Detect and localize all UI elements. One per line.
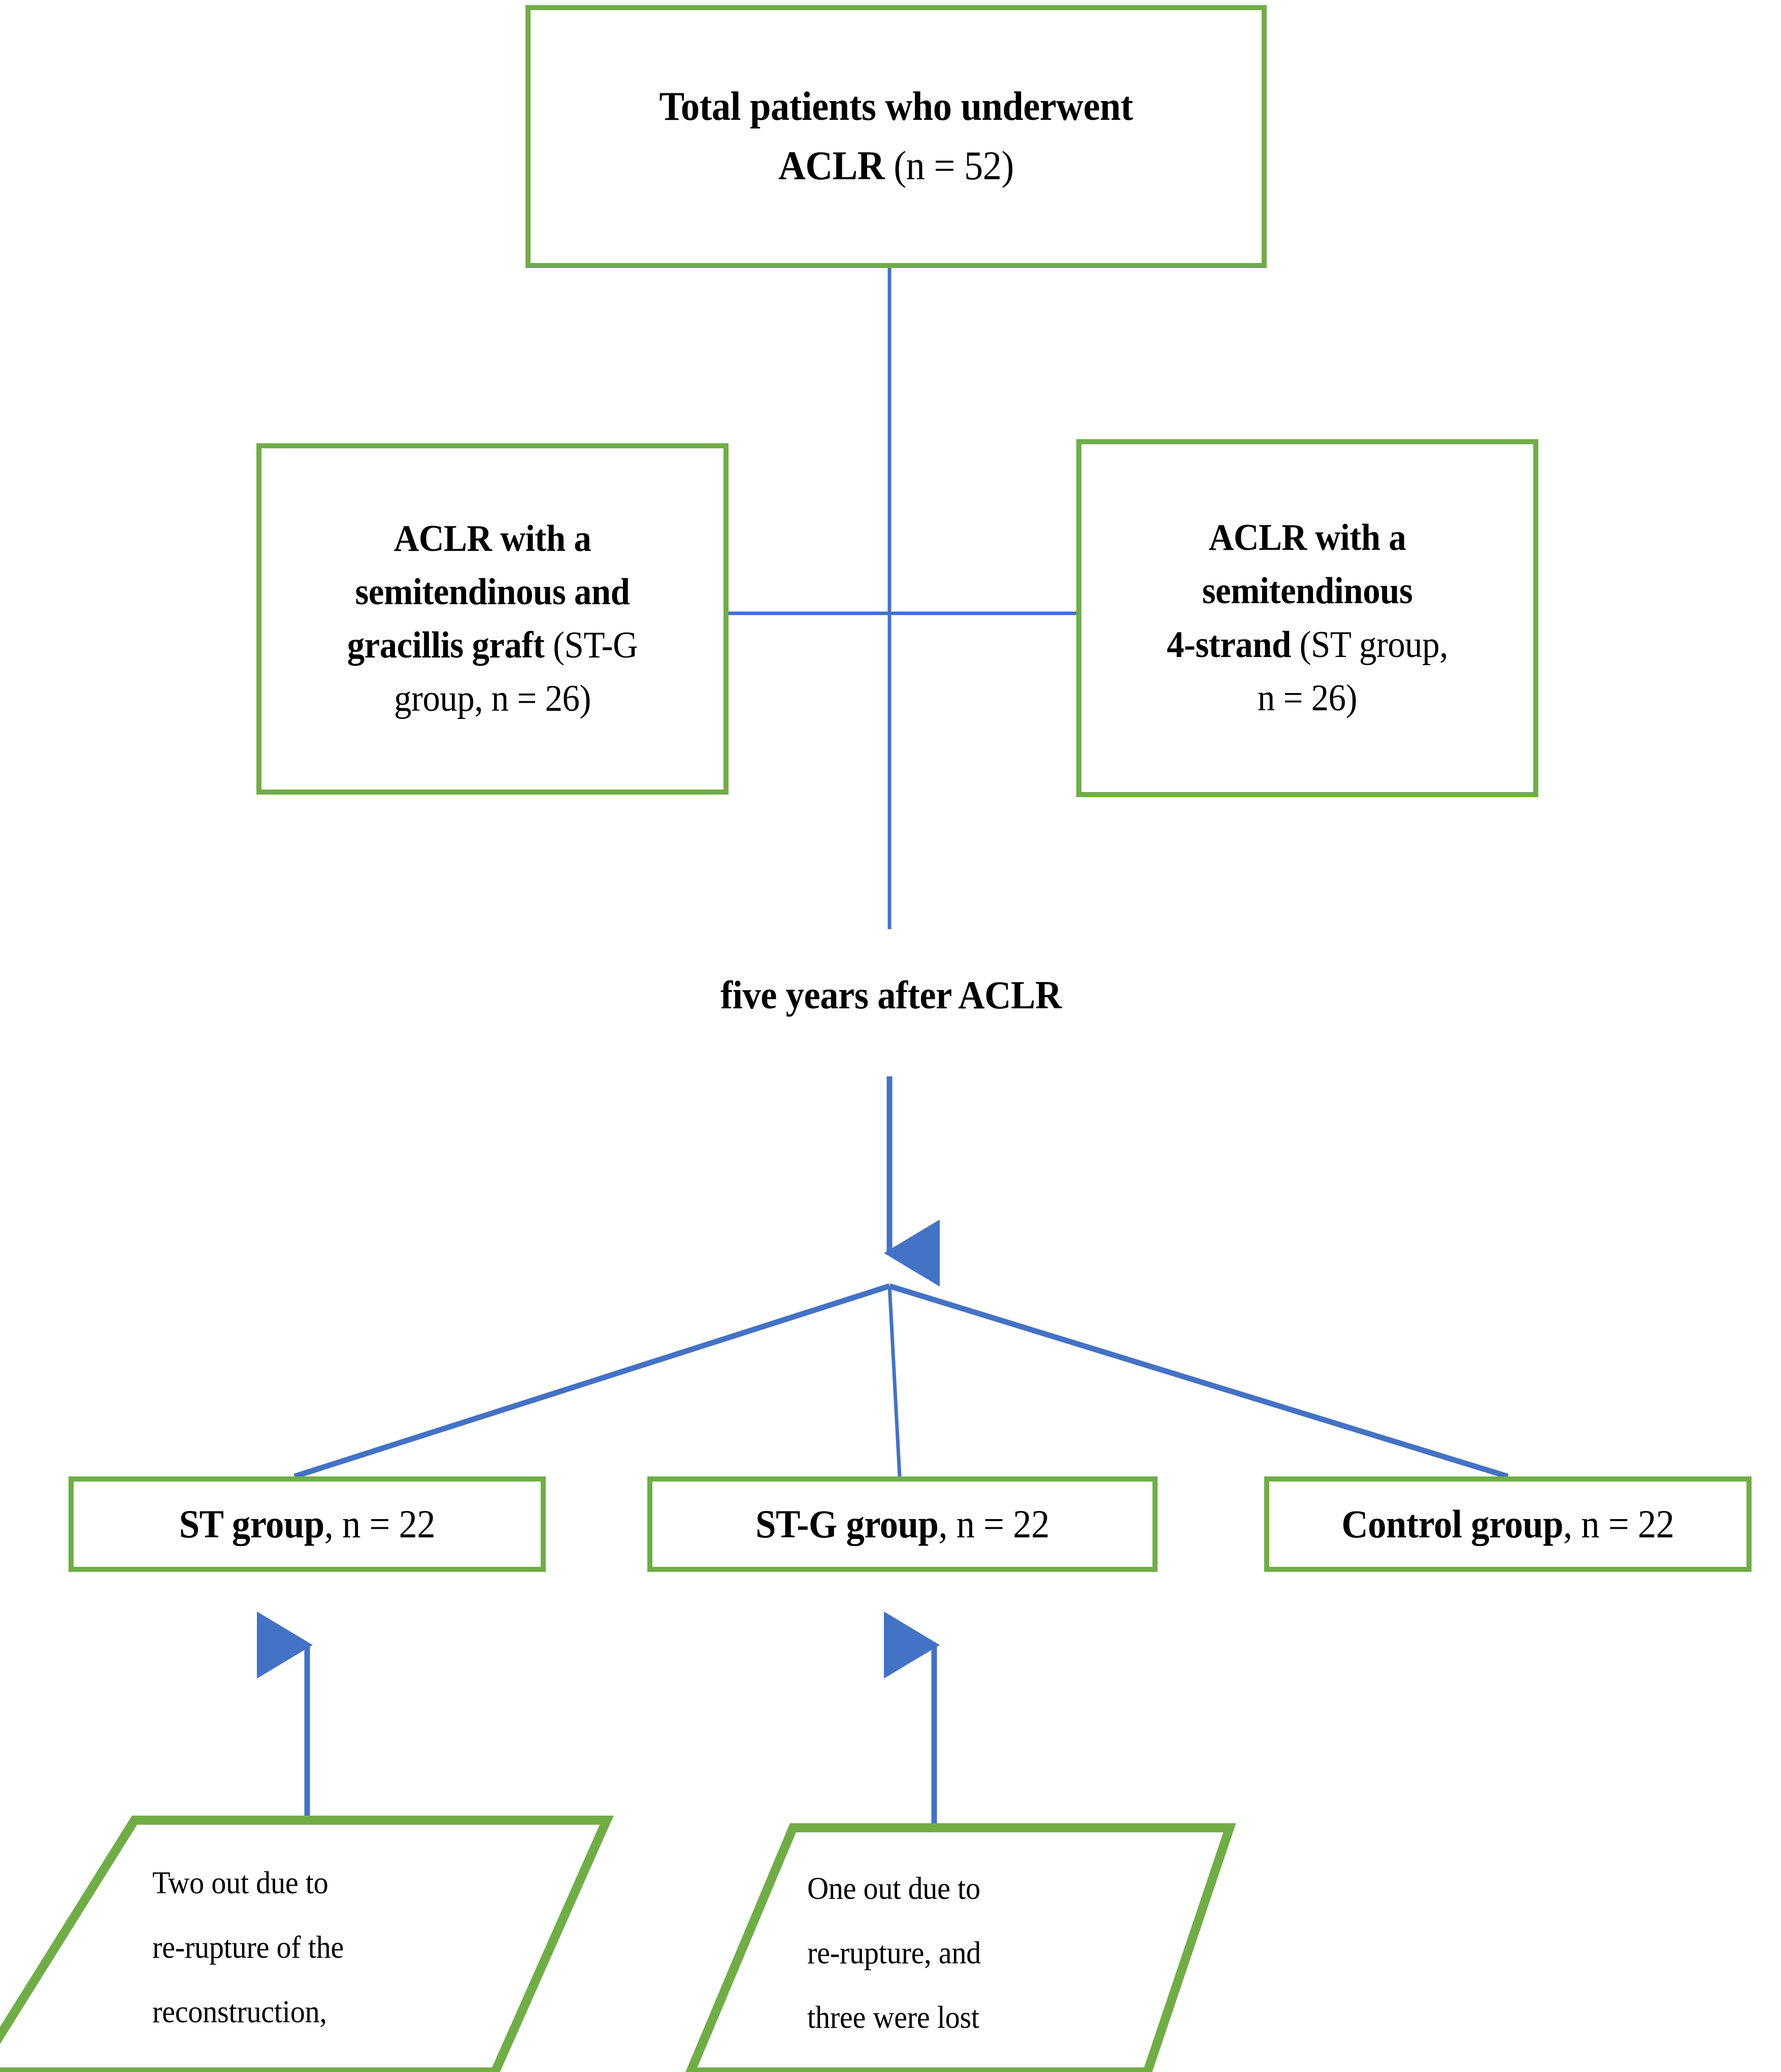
stg-arm-line3-plain: (ST-G [553, 624, 638, 666]
node-st-group-result-label: ST group, n = 22 [90, 1502, 524, 1546]
st-arm-line4: n = 26) [1257, 677, 1358, 719]
st-arm-line2: semitendinous [1202, 570, 1413, 612]
node-total-patients: Total patients who underwent ACLR (n = 5… [525, 5, 1267, 268]
stg-arm-line3-bold: gracillis graft [347, 624, 545, 666]
node-stg-dropout-note: One out due to re-rupture, and three wer… [660, 1815, 1279, 2072]
st-result-plain: , n = 22 [324, 1502, 436, 1547]
edge-fan-right [888, 1283, 1509, 1479]
node-aclr-st-arm-label: ACLR with a semitendinous 4-strand (ST g… [1097, 511, 1518, 725]
stg-dropout-shape [685, 1823, 1236, 2072]
st-dropout-shape [0, 1816, 614, 2072]
node-aclr-stg-arm-label: ACLR with a semitendinous and gracillis … [278, 512, 707, 726]
st-dropout-text: Two out due to re-rupture of the reconst… [152, 1851, 432, 2045]
stg-arm-line4: group, n = 26) [394, 678, 591, 720]
total-line1: Total patients who underwent [659, 84, 1133, 129]
stg-result-plain: , n = 22 [938, 1502, 1049, 1547]
stg-dropout-line3: three were lost [807, 2000, 979, 2035]
node-control-group-result-label: Control group, n = 22 [1286, 1502, 1730, 1546]
total-line2-plain: (n = 52) [894, 144, 1014, 188]
edge-fan-middle [887, 1286, 902, 1477]
stg-arm-line1: ACLR with a [393, 517, 591, 560]
control-result-plain: , n = 22 [1563, 1502, 1674, 1547]
node-total-patients-label: Total patients who underwent ACLR (n = 5… [556, 77, 1236, 196]
node-stg-group-result: ST-G group, n = 22 [647, 1476, 1158, 1572]
st-dropout-line2: re-rupture of the [152, 1930, 344, 1965]
stg-dropout-text: One out due to re-rupture, and three wer… [807, 1857, 1079, 2050]
stg-dropout-line1: One out due to [807, 1871, 980, 1906]
st-dropout-line1: Two out due to [152, 1866, 328, 1900]
node-st-dropout-note: Two out due to re-rupture of the reconst… [0, 1807, 640, 2072]
node-stg-group-result-label: ST-G group, n = 22 [670, 1502, 1135, 1546]
stg-dropout-line2: re-rupture, and [807, 1936, 981, 1971]
stg-arm-line2: semitendinous and [355, 571, 630, 613]
st-result-bold: ST group [179, 1502, 324, 1547]
control-result-bold: Control group [1341, 1502, 1564, 1547]
st-arm-line1: ACLR with a [1208, 517, 1406, 559]
stg-result-bold: ST-G group [755, 1502, 939, 1547]
total-line2-bold: ACLR [778, 144, 885, 188]
node-aclr-stg-arm: ACLR with a semitendinous and gracillis … [256, 443, 729, 795]
followup-caption: five years after ACLR [720, 973, 1062, 1017]
st-arm-line3-bold: 4-strand [1167, 623, 1291, 666]
node-st-group-result: ST group, n = 22 [69, 1476, 546, 1572]
node-aclr-st-arm: ACLR with a semitendinous 4-strand (ST g… [1076, 439, 1538, 797]
node-control-group-result: Control group, n = 22 [1264, 1476, 1752, 1572]
st-dropout-line3: reconstruction, [152, 1995, 327, 2030]
edge-fan-left [293, 1283, 890, 1479]
st-arm-line3-plain: (ST group, [1299, 623, 1448, 666]
